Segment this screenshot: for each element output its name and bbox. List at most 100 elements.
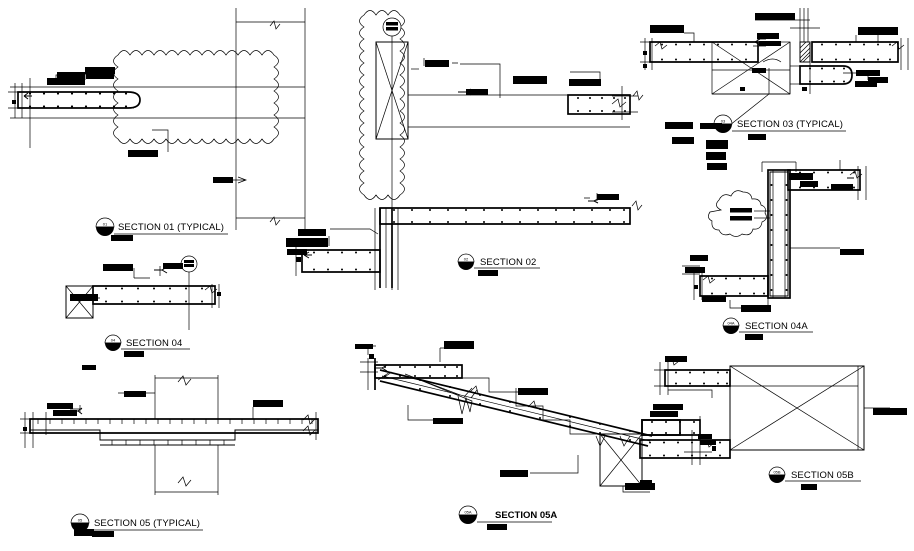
redacted-note-block [103, 264, 133, 271]
redacted-note-block [298, 229, 326, 236]
redacted-note-block [124, 351, 144, 357]
section-bubble-02[interactable] [457, 253, 475, 270]
section-title-01: SECTION 01 (TYPICAL) [118, 222, 224, 233]
section-bubble-05a[interactable] [458, 505, 478, 524]
redacted-note-block [840, 249, 864, 255]
redacted-note-block [47, 403, 73, 409]
redacted-note-block [700, 440, 716, 445]
bubble-number-05: 05 [78, 518, 83, 523]
section-bubble-04[interactable] [104, 334, 122, 351]
redacted-note-block [759, 41, 781, 46]
redacted-note-block [741, 305, 771, 312]
redacted-note-block [124, 391, 146, 397]
rebar-dots-01 [28, 92, 128, 108]
redacted-note-block [253, 400, 283, 407]
redacted-note-block [487, 524, 507, 530]
redacted-note-block [831, 184, 853, 190]
section-title-bubbles [70, 114, 861, 532]
redacted-note-block [82, 365, 96, 370]
redacted-note-block [745, 334, 763, 340]
redacted-note-block [433, 418, 463, 424]
bubble-number-04a: 04A [727, 321, 734, 326]
redacted-note-block [287, 249, 307, 255]
redacted-note-block [597, 194, 619, 200]
section-bubble-05b[interactable] [768, 466, 786, 483]
redacted-note-block [690, 255, 708, 261]
redacted-note-block [74, 529, 94, 536]
redacted-note-block [789, 173, 813, 180]
redacted-note-block [873, 408, 907, 415]
redacted-note-block [800, 181, 818, 187]
bubble-number-04: 04 [111, 338, 116, 343]
redacted-note-block [513, 76, 547, 84]
section-title-03: SECTION 03 (TYPICAL) [737, 119, 843, 130]
redacted-note-block [650, 25, 684, 33]
section-bubble-01[interactable] [95, 217, 115, 236]
redacted-note-block [706, 140, 728, 149]
redacted-note-block [111, 235, 133, 241]
section-title-05a: SECTION 05A [495, 510, 557, 521]
redacted-note-block [755, 13, 795, 20]
redacted-note-block [706, 152, 726, 160]
redacted-note-block [518, 388, 548, 395]
section-bubble-numbers: 01 02 03 04 04A 05 05A 05B [78, 119, 781, 523]
redacted-note-block [47, 78, 85, 85]
redacted-note-block [92, 531, 114, 537]
redacted-note-block [801, 484, 817, 490]
section-04a-geometry [682, 160, 867, 309]
hatch-bearing-pad [799, 41, 811, 63]
redacted-note-block [665, 122, 693, 129]
section-04-geometry [65, 255, 221, 330]
redacted-note-block [466, 89, 488, 95]
redacted-note-block [70, 294, 98, 301]
rebar-dots-04a [770, 184, 788, 291]
bubble-number-03: 03 [721, 119, 726, 124]
redacted-note-block [86, 73, 114, 79]
redacted-note-block [355, 344, 373, 349]
redacted-note-block [478, 270, 498, 276]
redacted-note-block [707, 163, 727, 170]
section-title-05: SECTION 05 (TYPICAL) [94, 518, 200, 529]
redacted-note-block [163, 263, 183, 269]
redacted-note-block [128, 150, 158, 157]
bubble-number-01: 01 [103, 222, 108, 227]
redacted-note-block [748, 134, 766, 140]
redacted-note-block [57, 72, 85, 79]
redacted-note-block [665, 356, 687, 362]
section-bubble-04a[interactable] [722, 317, 740, 334]
bubble-number-05a: 05A [464, 510, 471, 515]
redacted-note-block [685, 267, 705, 273]
redacted-note-block [286, 238, 328, 247]
redacted-note-block [425, 60, 449, 67]
bubble-number-02: 02 [464, 257, 469, 262]
slab-hatch-05 [37, 419, 313, 424]
section-title-04a: SECTION 04A [745, 321, 808, 332]
redacted-note-block [702, 296, 726, 302]
bubble-number-05b: 05B [773, 470, 780, 475]
section-title-05b: SECTION 05B [791, 470, 854, 481]
redacted-note-block [700, 123, 722, 129]
section-title-04: SECTION 04 [126, 338, 182, 349]
redacted-note-block [858, 27, 898, 35]
section-01-geometry [8, 8, 306, 230]
redacted-note-block [752, 68, 766, 73]
redacted-note-block [500, 470, 528, 477]
redacted-note-block [569, 79, 601, 86]
redacted-note-block [698, 434, 712, 439]
redacted-note-block [757, 33, 779, 39]
redacted-note-block [625, 483, 655, 490]
redacted-annotations [47, 13, 907, 537]
redacted-note-block [640, 480, 652, 485]
revision-cloud-04a [708, 190, 767, 237]
redacted-note-block [672, 137, 694, 144]
rebar-dots-02 [393, 209, 625, 223]
section-05-geometry [20, 375, 319, 495]
redacted-note-block [856, 70, 880, 76]
redacted-note-block [650, 411, 678, 417]
redacted-note-block [213, 177, 233, 183]
redacted-note-block [85, 67, 115, 74]
section-02-geometry [295, 10, 644, 290]
